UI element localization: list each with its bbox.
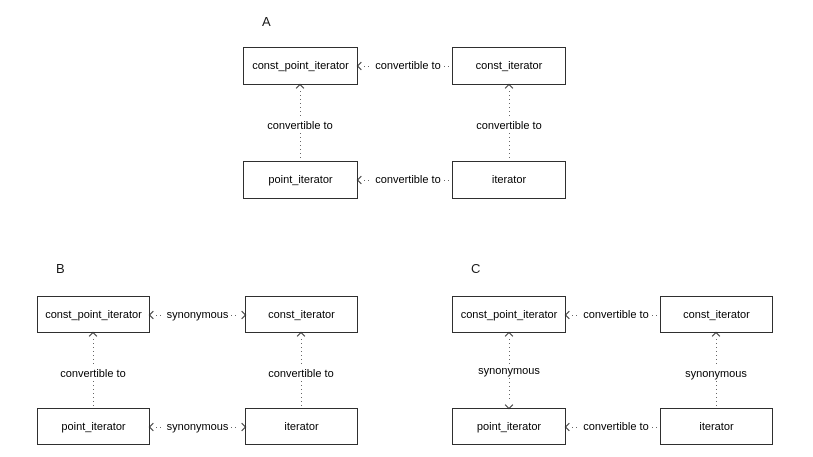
box-label: const_iterator [475, 60, 543, 72]
arrow-left-icon [564, 422, 574, 432]
box-label: const_point_iterator [252, 60, 349, 72]
dotted-line [300, 339, 302, 367]
box-label: iterator [699, 420, 734, 433]
edge-label: synonymous [166, 309, 229, 321]
dotted-line [364, 179, 373, 181]
dotted-line [231, 314, 240, 316]
dotted-line [651, 314, 660, 316]
b-box-const-iterator: const_iterator [245, 296, 358, 333]
box-label: const_point_iterator [460, 308, 558, 321]
dotted-line [231, 426, 240, 428]
edge-label: convertible to [583, 421, 649, 433]
a-box-iterator: iterator [452, 161, 566, 199]
box-label: iterator [284, 420, 319, 433]
dotted-line [715, 380, 717, 408]
dotted-line [715, 339, 717, 367]
dotted-line [156, 426, 164, 428]
diagram-a-label: A [262, 14, 271, 29]
edge-label: convertible to [60, 367, 126, 380]
dotted-line [508, 133, 510, 161]
dotted-line [651, 426, 660, 428]
dotted-line [92, 380, 94, 408]
b-edge-left-vertical: convertible to [53, 331, 133, 408]
c-box-iterator: iterator [660, 408, 773, 445]
arrow-left-icon [356, 175, 366, 185]
dotted-line [508, 339, 510, 364]
b-box-point-iterator: point_iterator [37, 408, 150, 445]
a-box-point-iterator: point_iterator [243, 161, 358, 199]
b-edge-right-vertical: convertible to [261, 331, 341, 408]
box-label: iterator [491, 174, 527, 186]
box-label: point_iterator [61, 420, 126, 433]
box-label: point_iterator [476, 420, 542, 433]
dotted-line [92, 339, 94, 367]
diagram-b-label: B [56, 261, 65, 276]
a-edge-left-vertical: convertible to [260, 83, 340, 161]
dotted-line [443, 65, 452, 67]
edge-label: convertible to [476, 120, 542, 132]
a-edge-top-horizontal: convertible to [356, 59, 452, 73]
edge-label: convertible to [583, 309, 649, 321]
dotted-line [364, 65, 373, 67]
arrow-up-icon [88, 331, 98, 341]
a-box-const-point-iterator: const_point_iterator [243, 47, 358, 85]
edge-label: convertible to [375, 60, 441, 72]
c-edge-right-vertical: synonymous [676, 331, 756, 408]
b-edge-bottom-horizontal: synonymous [148, 420, 247, 434]
dotted-line [508, 91, 510, 119]
arrow-left-icon [356, 61, 366, 71]
dotted-line [156, 314, 164, 316]
dotted-line [443, 179, 452, 181]
arrow-up-icon [296, 331, 306, 341]
c-box-const-iterator: const_iterator [660, 296, 773, 333]
arrow-down-icon [504, 400, 514, 410]
arrow-up-icon [504, 83, 514, 93]
box-label: point_iterator [268, 174, 333, 186]
a-edge-right-vertical: convertible to [469, 83, 549, 161]
c-edge-top-horizontal: convertible to [564, 308, 660, 322]
box-label: const_iterator [268, 308, 335, 321]
dotted-line [572, 426, 581, 428]
dotted-line [299, 91, 301, 119]
dotted-line [299, 133, 301, 161]
dotted-line [572, 314, 581, 316]
b-box-const-point-iterator: const_point_iterator [37, 296, 150, 333]
a-edge-bottom-horizontal: convertible to [356, 173, 452, 187]
arrow-left-icon [148, 422, 158, 432]
edge-label: synonymous [685, 367, 747, 380]
arrow-left-icon [148, 310, 158, 320]
arrow-right-icon [237, 310, 247, 320]
arrow-left-icon [564, 310, 574, 320]
dotted-line [508, 377, 510, 402]
arrow-right-icon [237, 422, 247, 432]
edge-label: synonymous [478, 364, 540, 377]
b-box-iterator: iterator [245, 408, 358, 445]
c-edge-left-vertical: synonymous [469, 331, 549, 410]
c-box-point-iterator: point_iterator [452, 408, 566, 445]
c-box-const-point-iterator: const_point_iterator [452, 296, 566, 333]
arrow-up-icon [711, 331, 721, 341]
box-label: const_point_iterator [45, 308, 142, 321]
edge-label: convertible to [375, 174, 441, 186]
c-edge-bottom-horizontal: convertible to [564, 420, 660, 434]
arrow-up-icon [295, 83, 305, 93]
diagram-c-label: C [471, 261, 481, 276]
arrow-up-icon [504, 331, 514, 341]
dotted-line [300, 380, 302, 408]
edge-label: convertible to [268, 367, 334, 380]
b-edge-top-horizontal: synonymous [148, 308, 247, 322]
box-label: const_iterator [683, 308, 750, 321]
edge-label: synonymous [166, 421, 229, 433]
a-box-const-iterator: const_iterator [452, 47, 566, 85]
edge-label: convertible to [267, 120, 333, 132]
